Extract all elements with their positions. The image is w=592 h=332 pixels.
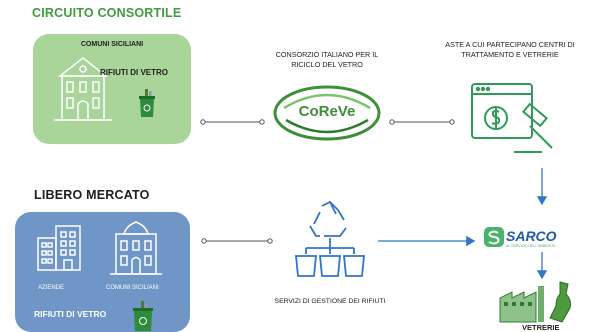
comuni-siciliani-box — [33, 34, 191, 144]
coreve-logo — [272, 84, 382, 142]
comuni-siciliani-label-blue: COMUNI SICILIANI — [106, 285, 159, 291]
town-hall-icon-blue — [108, 218, 164, 278]
libero-mercato-box — [15, 212, 190, 332]
libero-mercato-title: LIBERO MERCATO — [34, 188, 150, 202]
rifiuti-vetro-label-green: RIFIUTI DI VETRO — [100, 68, 168, 77]
coreve-caption-line2: RICICLO DEL VETRO — [291, 60, 363, 69]
coreve-caption-line1: CONSORZIO ITALIANO PER IL — [275, 50, 379, 59]
servizi-caption: SERVIZI DI GESTIONE DEI RIFIUTI — [274, 298, 386, 305]
circuito-consortile-title: CIRCUITO CONSORTILE — [32, 6, 182, 20]
aziende-label: AZIENDE — [38, 285, 65, 291]
aste-caption-line2: TRATTAMENTO E VETRERIE — [461, 50, 559, 59]
comuni-siciliani-label: COMUNI SICILIANI — [80, 41, 144, 48]
sarco-logo-text: SARCO — [506, 228, 557, 244]
town-hall-icon — [52, 56, 114, 126]
coreve-logo-text: CoReVe — [298, 103, 356, 120]
aste-caption: ASTE A CUI PARTECIPANO CENTRI DI TRATTAM… — [430, 40, 590, 60]
recycling-service-icon — [290, 200, 370, 280]
online-auction-icon — [470, 82, 562, 156]
glass-factory-icon — [498, 278, 582, 324]
vetrerie-label: VETRERIE — [522, 323, 560, 332]
aste-caption-line1: ASTE A CUI PARTECIPANO CENTRI DI — [445, 40, 575, 49]
glass-bin-icon-blue — [132, 301, 154, 331]
sarco-logo-icon — [483, 226, 505, 248]
company-building-icon — [36, 224, 82, 272]
sarco-tagline: AL SERVIZIO DELL'AMBIENTE — [506, 244, 556, 248]
glass-bin-icon — [138, 89, 156, 117]
rifiuti-vetro-label-blue: RIFIUTI DI VETRO — [34, 309, 107, 319]
coreve-caption: CONSORZIO ITALIANO PER IL RICICLO DEL VE… — [258, 50, 396, 70]
